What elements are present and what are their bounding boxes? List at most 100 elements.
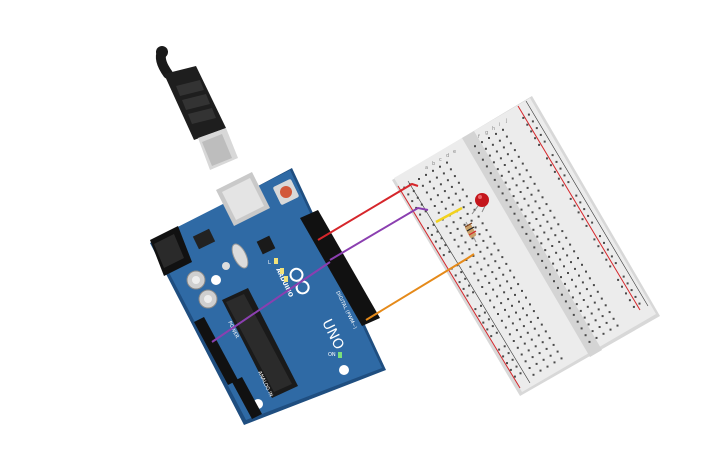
breadboard-hole[interactable] [457, 181, 460, 184]
breadboard-hole[interactable] [574, 267, 576, 270]
rail-hole[interactable] [632, 305, 635, 308]
rail-hole[interactable] [634, 295, 637, 298]
breadboard-hole[interactable] [500, 319, 503, 322]
breadboard-hole[interactable] [596, 290, 599, 293]
breadboard-hole[interactable] [504, 181, 507, 184]
rail-hole[interactable] [513, 375, 516, 378]
rail-hole[interactable] [546, 157, 548, 160]
breadboard-hole[interactable] [494, 260, 497, 263]
rail-hole[interactable] [509, 368, 512, 371]
breadboard-hole[interactable] [547, 238, 550, 241]
breadboard-hole[interactable] [503, 164, 506, 166]
breadboard-hole[interactable] [537, 253, 540, 256]
breadboard-hole[interactable] [444, 207, 447, 210]
breadboard-hole[interactable] [478, 233, 481, 236]
breadboard-hole[interactable] [532, 228, 535, 231]
breadboard-hole[interactable] [495, 132, 497, 135]
breadboard-hole[interactable] [499, 157, 502, 160]
breadboard-hole[interactable] [459, 217, 462, 220]
breadboard-hole[interactable] [495, 150, 498, 153]
breadboard-hole[interactable] [498, 266, 501, 269]
breadboard-hole[interactable] [541, 196, 544, 199]
breadboard-hole[interactable] [484, 147, 487, 150]
breadboard-hole[interactable] [474, 226, 477, 229]
rail-hole[interactable] [415, 206, 418, 209]
breadboard-hole[interactable] [481, 222, 484, 225]
breadboard-hole[interactable] [433, 205, 436, 207]
breadboard-hole[interactable] [495, 277, 498, 280]
breadboard-hole[interactable] [557, 286, 559, 289]
breadboard-hole[interactable] [542, 213, 545, 216]
breadboard-hole[interactable] [425, 191, 428, 194]
breadboard-hole[interactable] [487, 264, 490, 267]
rail-hole[interactable] [419, 213, 422, 216]
breadboard-hole[interactable] [553, 280, 555, 283]
breadboard-hole[interactable] [564, 300, 567, 303]
breadboard-hole[interactable] [588, 340, 591, 343]
rail-hole[interactable] [482, 321, 485, 324]
rail-hole[interactable] [599, 235, 601, 238]
rail-hole[interactable] [511, 358, 514, 361]
purple-wire[interactable] [329, 206, 429, 261]
breadboard-hole[interactable] [500, 174, 503, 177]
breadboard-hole[interactable] [551, 245, 554, 247]
breadboard-hole[interactable] [549, 354, 552, 357]
breadboard-hole[interactable] [451, 203, 454, 206]
rail-hole[interactable] [527, 113, 530, 116]
breadboard-hole[interactable] [536, 316, 539, 319]
breadboard-hole[interactable] [497, 185, 500, 188]
breadboard-hole[interactable] [572, 313, 575, 316]
breadboard-hole[interactable] [517, 155, 520, 158]
breadboard-hole[interactable] [506, 280, 509, 283]
rail-hole[interactable] [561, 184, 564, 187]
breadboard-hole[interactable] [502, 128, 504, 131]
rail-hole[interactable] [605, 258, 608, 261]
rail-hole[interactable] [448, 250, 451, 253]
breadboard-hole[interactable] [476, 261, 479, 264]
breadboard-hole[interactable] [512, 340, 515, 342]
breadboard-hole[interactable] [522, 180, 525, 183]
breadboard-hole[interactable] [518, 173, 521, 176]
breadboard-hole[interactable] [568, 307, 571, 310]
rail-hole[interactable] [519, 372, 522, 375]
breadboard-hole[interactable] [468, 248, 471, 251]
rail-hole[interactable] [487, 318, 490, 321]
breadboard-hole[interactable] [577, 257, 579, 260]
breadboard-hole[interactable] [581, 263, 583, 266]
rail-hole[interactable] [614, 262, 617, 265]
breadboard-hole[interactable] [578, 274, 580, 277]
rail-hole[interactable] [472, 291, 475, 294]
breadboard-hole[interactable] [449, 232, 452, 234]
breadboard-hole[interactable] [522, 307, 524, 310]
breadboard-hole[interactable] [440, 200, 443, 203]
breadboard-hole[interactable] [461, 188, 464, 191]
breadboard-hole[interactable] [513, 276, 516, 279]
breadboard-hole[interactable] [465, 195, 468, 198]
breadboard-hole[interactable] [591, 330, 594, 333]
rail-hole[interactable] [539, 133, 542, 136]
breadboard-hole[interactable] [580, 327, 583, 330]
breadboard-hole[interactable] [579, 309, 582, 312]
breadboard-hole[interactable] [567, 289, 570, 292]
breadboard-hole[interactable] [477, 215, 480, 218]
rail-hole[interactable] [559, 167, 562, 170]
breadboard-hole[interactable] [517, 219, 520, 222]
breadboard-hole[interactable] [489, 299, 492, 302]
breadboard-hole[interactable] [541, 259, 544, 262]
breadboard-hole[interactable] [523, 342, 526, 345]
rail-hole[interactable] [411, 200, 414, 203]
breadboard-hole[interactable] [471, 237, 474, 240]
breadboard-hole[interactable] [428, 180, 431, 183]
rail-hole[interactable] [585, 224, 588, 227]
rail-hole[interactable] [495, 331, 498, 334]
breadboard-hole[interactable] [531, 356, 534, 359]
breadboard-hole[interactable] [488, 137, 490, 139]
breadboard-hole[interactable] [602, 332, 605, 335]
rail-hole[interactable] [460, 271, 463, 274]
rail-hole[interactable] [630, 289, 633, 292]
breadboard-hole[interactable] [597, 308, 600, 311]
breadboard-hole[interactable] [574, 285, 577, 288]
breadboard-hole[interactable] [511, 322, 514, 325]
breadboard-hole[interactable] [549, 273, 551, 276]
